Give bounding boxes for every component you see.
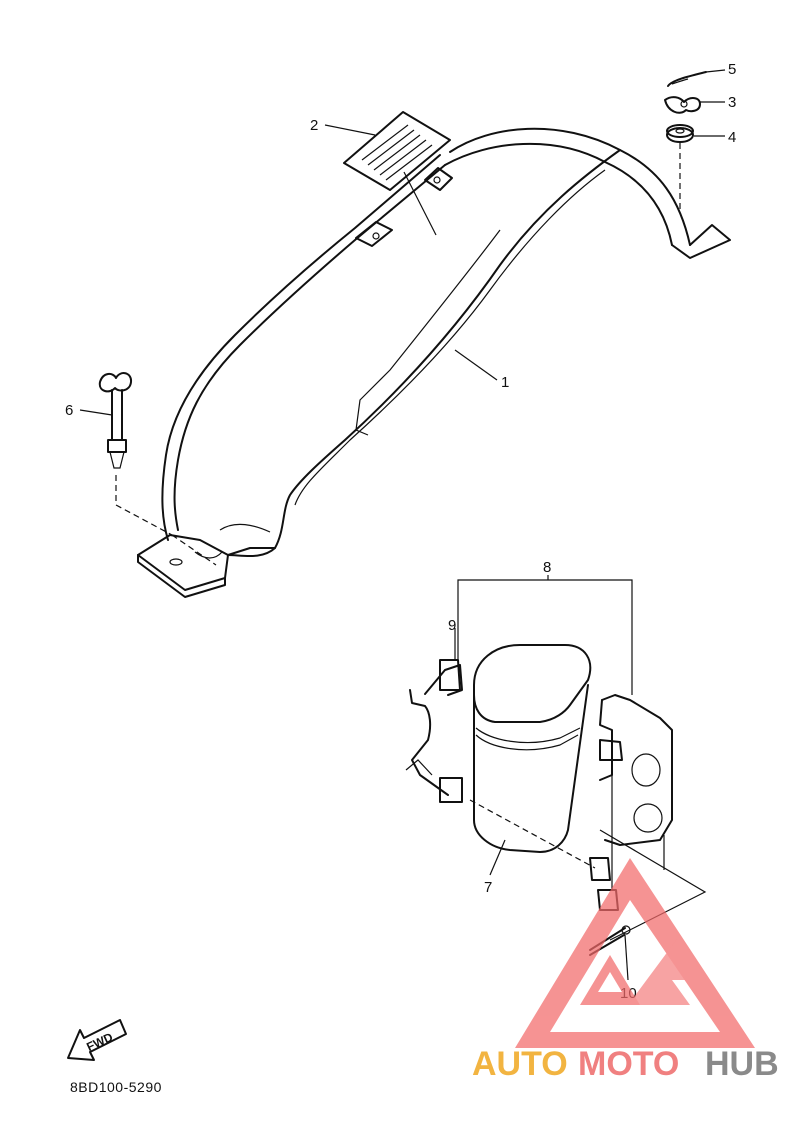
diagram-code: 8BD100-5290 — [70, 1079, 162, 1095]
callout-7: 7 — [484, 879, 492, 896]
watermark-moto: MOTO — [578, 1045, 679, 1083]
watermark-auto: AUTO — [472, 1045, 568, 1083]
callout-8: 8 — [543, 559, 551, 576]
wing-nut — [664, 96, 701, 114]
watermark-text: AUTO MOTO HUB — [472, 1045, 779, 1083]
clip — [667, 71, 707, 87]
callout-2: 2 — [310, 117, 318, 134]
callout-3: 3 — [728, 94, 736, 111]
watermark-logo-icon — [515, 858, 755, 1048]
callout-6: 6 — [65, 402, 73, 419]
fwd-arrow-icon: FWD — [67, 1019, 127, 1061]
grommet — [666, 124, 694, 143]
watermark-hub: HUB — [705, 1045, 779, 1083]
group-bracket-8 — [457, 579, 633, 695]
rear-fender — [137, 127, 731, 598]
tool-box — [473, 644, 592, 853]
callout-1: 1 — [501, 374, 509, 391]
callout-9: 9 — [448, 617, 456, 634]
bolt — [98, 372, 133, 469]
strap — [405, 659, 463, 803]
fwd-label: FWD — [84, 1030, 115, 1054]
label-plate — [343, 111, 451, 236]
callout-4: 4 — [728, 129, 736, 146]
callout-5: 5 — [728, 61, 736, 78]
